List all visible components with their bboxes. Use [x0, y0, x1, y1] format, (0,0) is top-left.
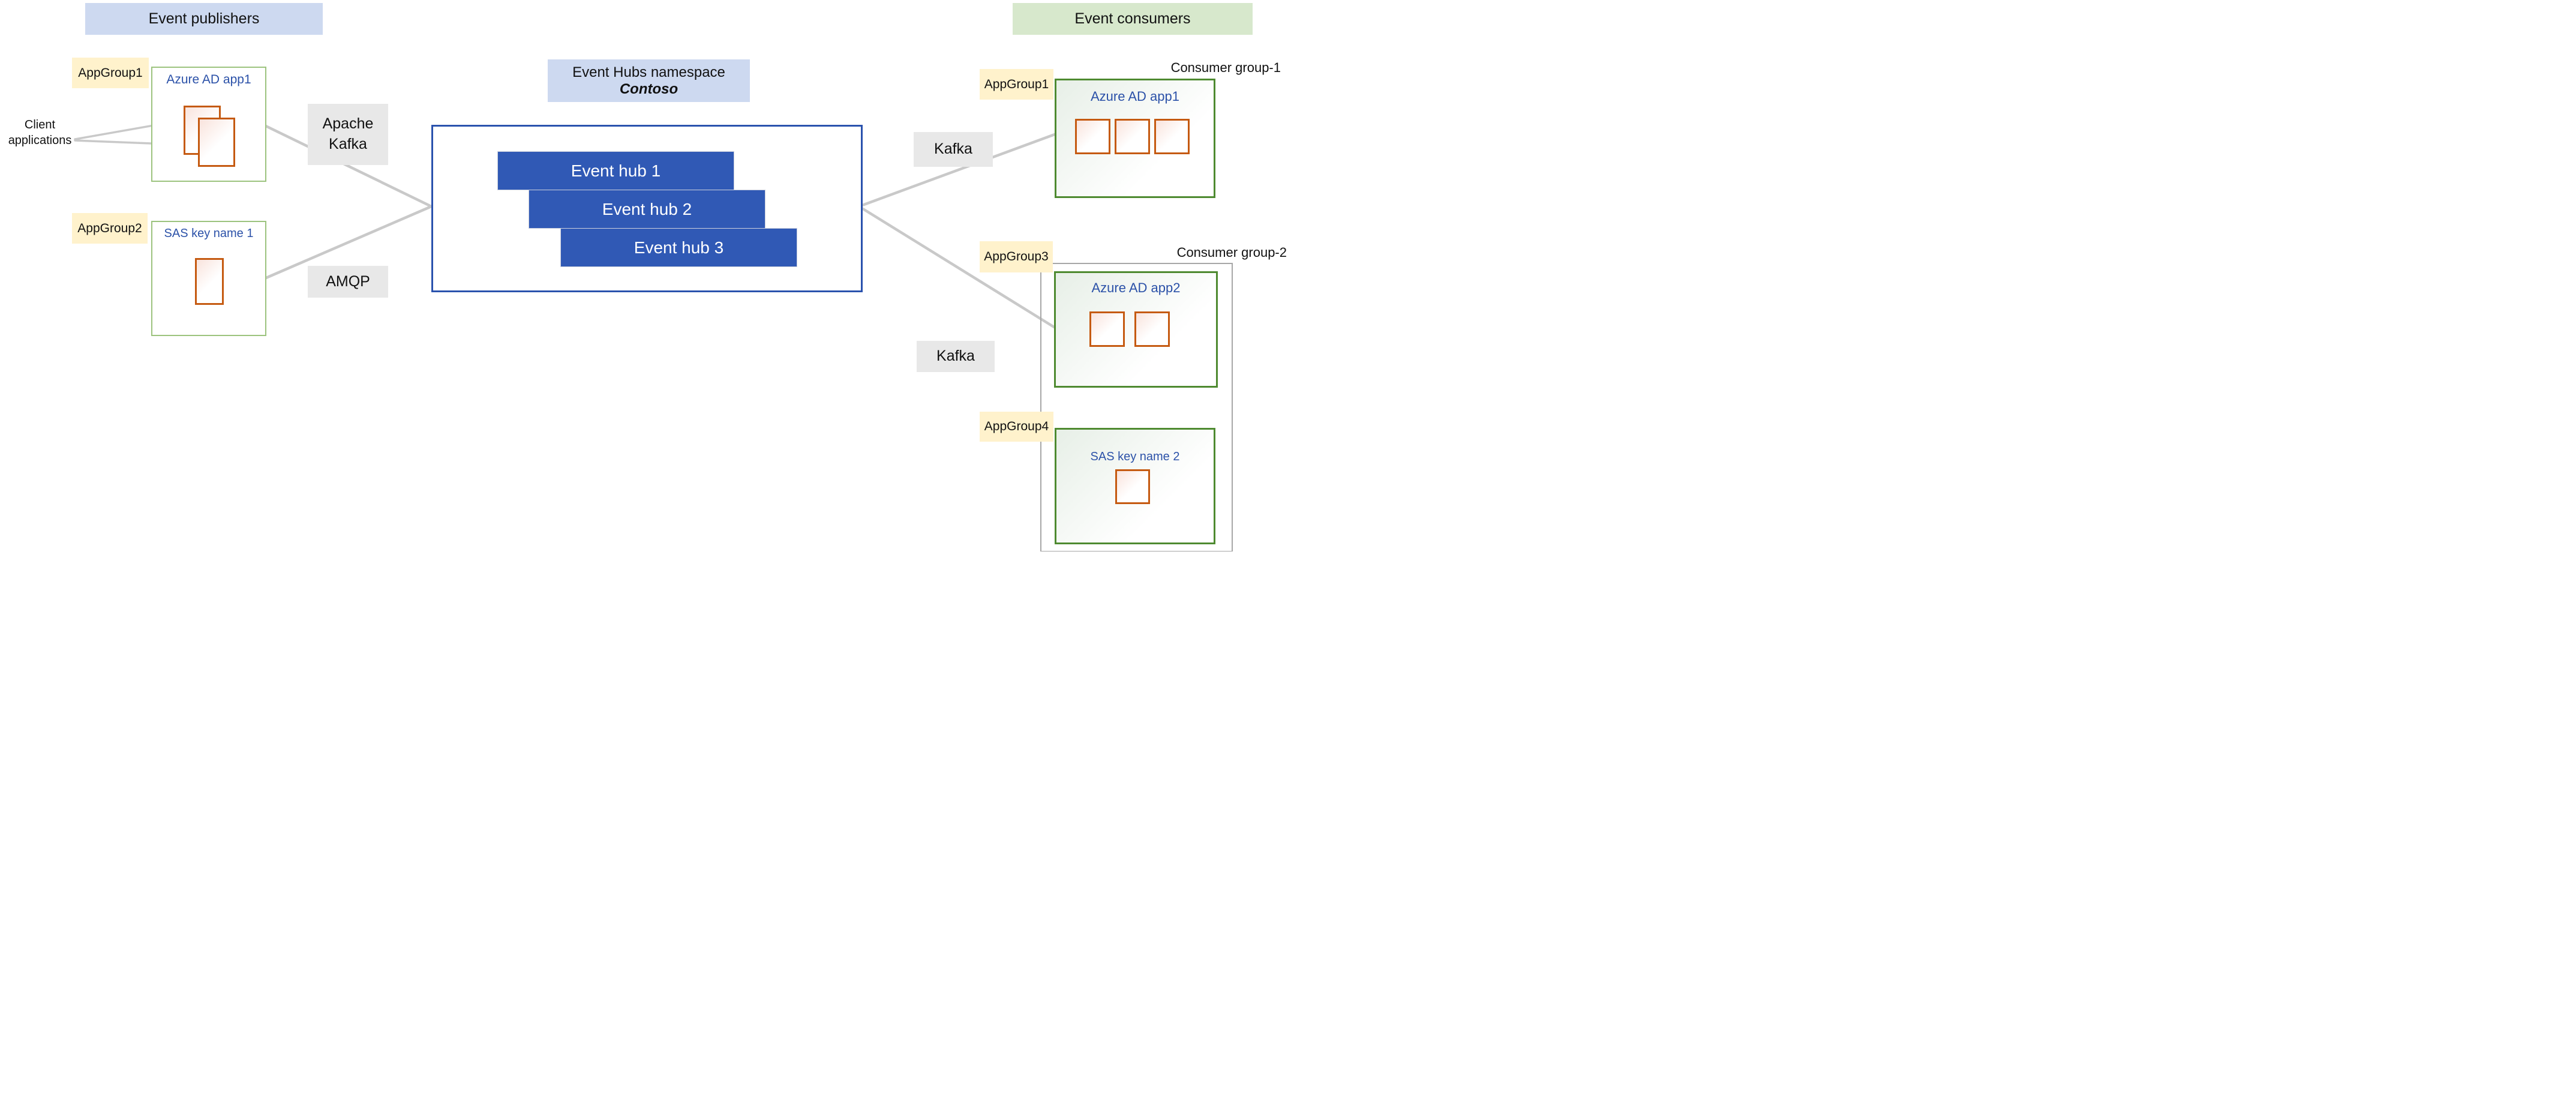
- consumer-azure-ad-app2-title: Azure AD app2: [1091, 280, 1181, 295]
- app-instance-icon: [1115, 119, 1150, 154]
- event-hubs-architecture-diagram: Event publishers AppGroup1 Azure AD app1…: [0, 0, 1288, 552]
- event-consumers-banner-label: Event consumers: [1074, 10, 1191, 27]
- client-applications-line1: Client: [24, 118, 56, 131]
- event-hub-1-bar: Event hub 1: [497, 151, 734, 190]
- appgroup1-publisher-label: AppGroup1: [72, 58, 149, 88]
- publisher-sas-key-1-title: SAS key name 1: [164, 227, 254, 240]
- namespace-label: Event Hubs namespace Contoso: [548, 59, 750, 102]
- event-hubs-namespace-box: Event hub 1 Event hub 2 Event hub 3: [431, 125, 863, 292]
- event-hub-1-label: Event hub 1: [571, 161, 661, 180]
- event-hub-3-label: Event hub 3: [634, 238, 724, 257]
- consumer-azure-ad-app1-title: Azure AD app1: [1091, 89, 1179, 104]
- client-applications-label: Client applications: [5, 117, 75, 148]
- app-instance-icon: [1115, 469, 1150, 504]
- apache-kafka-protocol-label: Apache Kafka: [308, 104, 388, 165]
- app-instance-icon: [198, 118, 235, 167]
- apache-kafka-line2: Kafka: [329, 136, 367, 152]
- appgroup3-consumer-label: AppGroup3: [980, 241, 1053, 272]
- event-hub-2-bar: Event hub 2: [529, 190, 765, 229]
- app-instance-icon: [1089, 311, 1125, 347]
- amqp-protocol-label: AMQP: [308, 266, 388, 298]
- namespace-name: Contoso: [619, 80, 678, 97]
- app-instance-icon: [1154, 119, 1190, 154]
- appgroup2-publisher-label: AppGroup2: [72, 213, 148, 244]
- kafka-protocol-label-bottom: Kafka: [917, 341, 995, 372]
- consumer-group-2-box: [1040, 263, 1233, 552]
- kafka-bottom-text: Kafka: [936, 347, 975, 365]
- publisher-azure-ad-app1-box: Azure AD app1: [151, 67, 266, 182]
- appgroup4-consumer-label: AppGroup4: [980, 412, 1053, 442]
- publisher-sas-key-1-box: SAS key name 1: [151, 221, 266, 336]
- consumer-azure-ad-app2-box: Azure AD app2: [1054, 271, 1218, 388]
- event-consumers-banner: Event consumers: [1013, 3, 1253, 35]
- consumer-group-1-caption: Consumer group-1: [1170, 60, 1281, 75]
- appgroup4-consumer-text: AppGroup4: [984, 419, 1049, 433]
- consumer-group-2-caption: Consumer group-2: [1176, 245, 1287, 260]
- appgroup1-consumer-label: AppGroup1: [980, 69, 1053, 100]
- event-publishers-banner: Event publishers: [85, 3, 323, 35]
- appgroup1-publisher-text: AppGroup1: [78, 65, 143, 80]
- appgroup2-publisher-text: AppGroup2: [77, 221, 142, 235]
- consumer-azure-ad-app1-box: Azure AD app1: [1055, 79, 1215, 198]
- event-hub-2-label: Event hub 2: [602, 199, 692, 218]
- consumer-sas-key-2-box: SAS key name 2: [1055, 428, 1215, 544]
- app-instance-icon: [1134, 311, 1170, 347]
- namespace-title: Event Hubs namespace: [572, 64, 725, 80]
- apache-kafka-line1: Apache: [322, 115, 374, 133]
- app-instance-icon: [1075, 119, 1110, 154]
- consumer-sas-key-2-title: SAS key name 2: [1090, 450, 1180, 463]
- amqp-text: AMQP: [326, 272, 370, 290]
- kafka-protocol-label-top: Kafka: [914, 132, 993, 167]
- client-applications-line2: applications: [8, 134, 72, 147]
- event-hub-3-bar: Event hub 3: [560, 228, 797, 267]
- event-publishers-banner-label: Event publishers: [148, 10, 260, 27]
- appgroup1-consumer-text: AppGroup1: [984, 77, 1049, 91]
- appgroup3-consumer-text: AppGroup3: [984, 250, 1049, 263]
- app-instance-icon: [195, 258, 224, 305]
- publisher-azure-ad-app1-title: Azure AD app1: [166, 73, 251, 86]
- kafka-top-text: Kafka: [934, 140, 972, 158]
